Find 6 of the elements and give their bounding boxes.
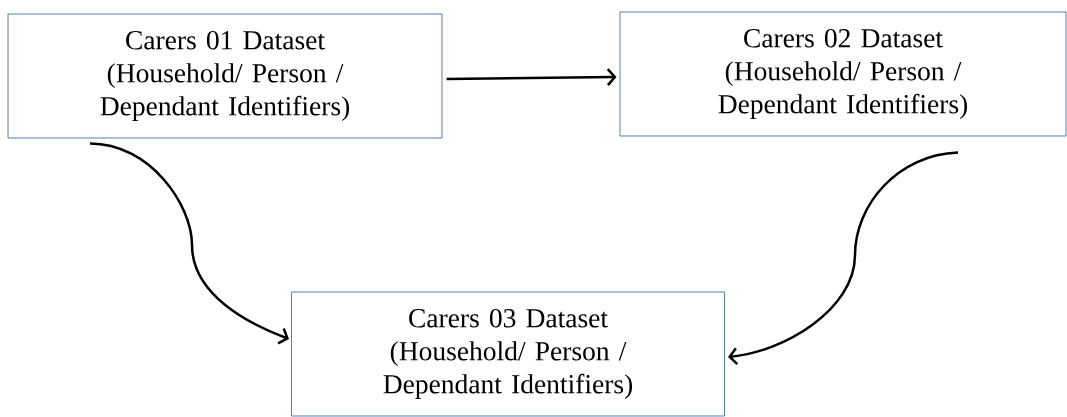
dataset-box: Carers 01 Dataset (Household/ Person / Dependant Identifiers) [7, 13, 443, 139]
arrow [728, 151, 959, 366]
dataset-box: Carers 03 Dataset (Household/ Person / Dependant Identifiers) [291, 291, 725, 417]
dataset-box: Carers 02 Dataset (Household/ Person / Dependant Identifiers) [619, 11, 1067, 137]
arrow [89, 142, 289, 345]
arrow [446, 68, 617, 86]
